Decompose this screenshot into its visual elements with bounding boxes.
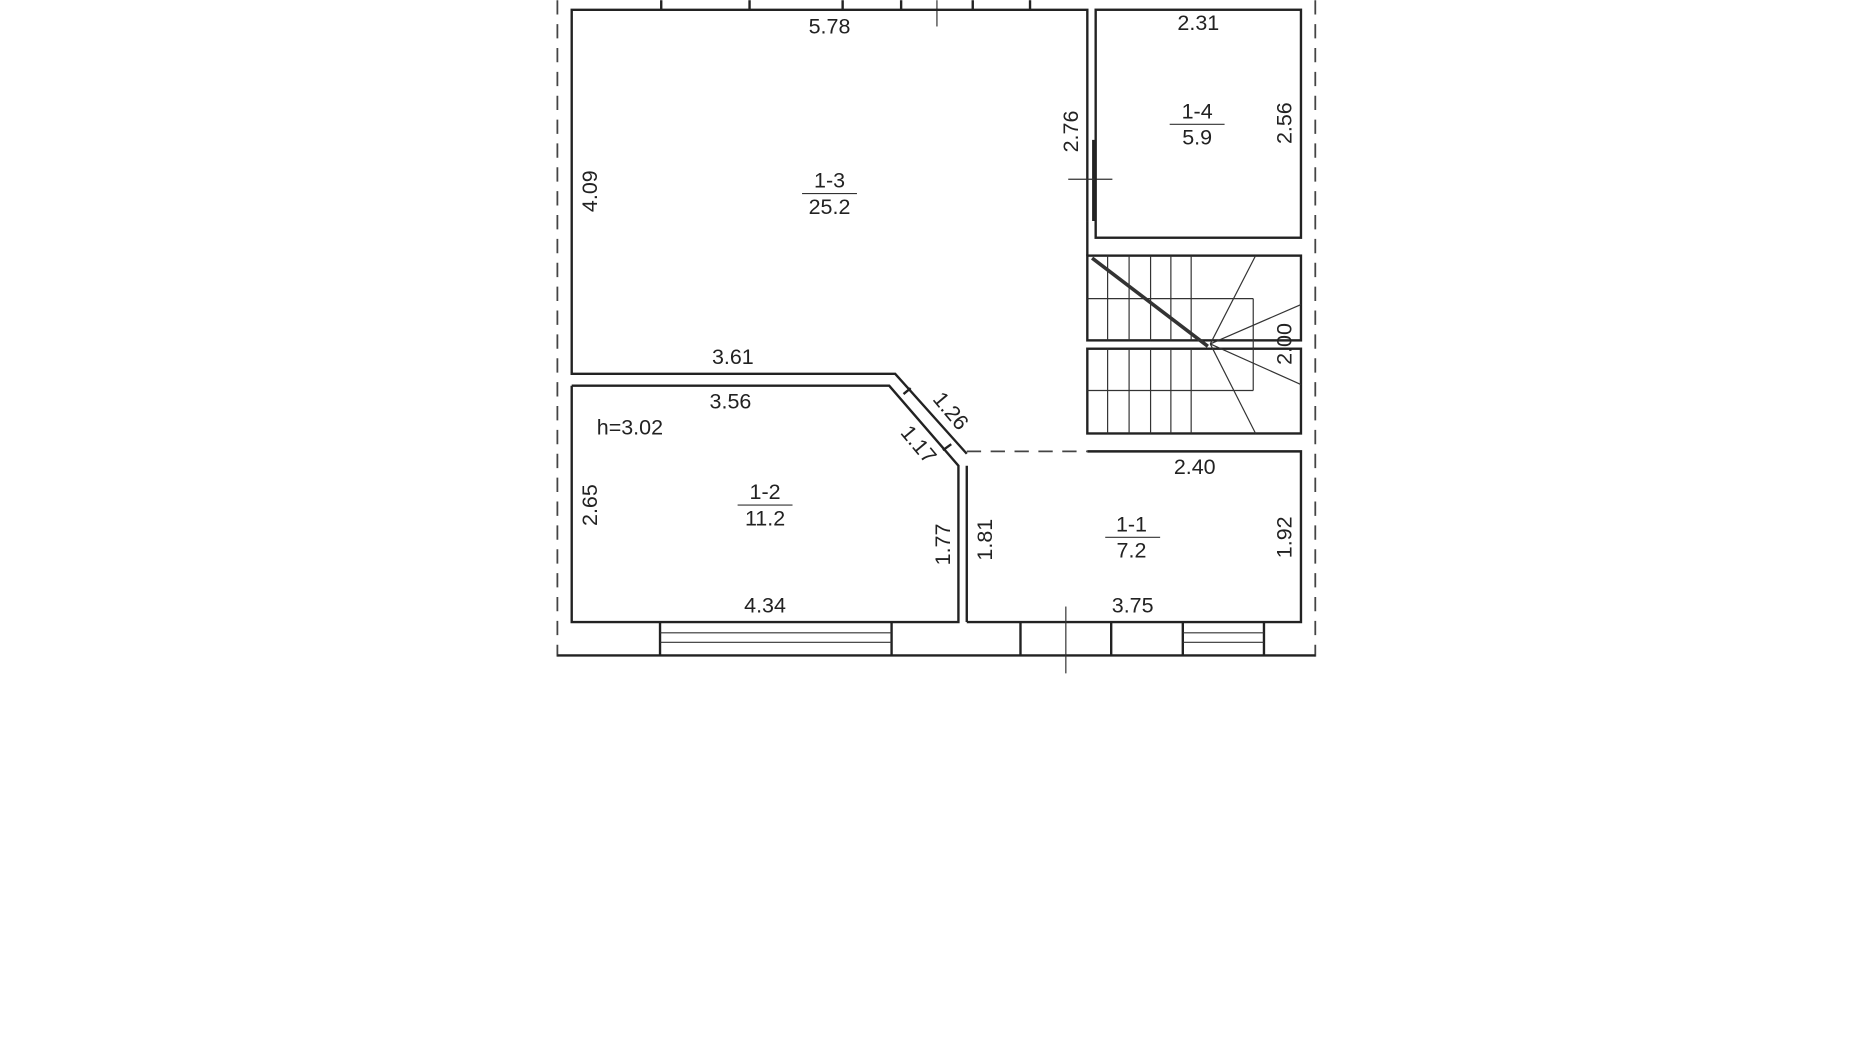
dim-label: 2.31: [1177, 11, 1219, 35]
room-area: 11.2: [745, 506, 785, 530]
dim-label: 2.76: [1059, 111, 1083, 153]
dim-label: 5.78: [809, 15, 851, 39]
room-area: 7.2: [1117, 539, 1147, 563]
dim-label: 4.09: [578, 170, 602, 212]
dim-label: 1.92: [1272, 516, 1296, 558]
dim-label: 1.17: [896, 421, 941, 468]
room-id: 1-4: [1182, 99, 1213, 123]
room-labels: 1-3 25.2 1-4 5.9 1-2 11.2 1-1 7.2: [737, 99, 1225, 563]
room-id: 1-1: [1116, 512, 1147, 536]
ceiling-height-note: h=3.02: [597, 416, 663, 440]
top-windows: [660, 0, 1032, 27]
dim-label: 1.26: [928, 387, 973, 434]
room-id: 1-3: [814, 169, 845, 193]
dim-label: 2.00: [1272, 323, 1296, 365]
staircase: [1086, 254, 1303, 435]
room-1-4-walls: [1094, 8, 1303, 239]
room-1-2-walls: [570, 384, 960, 624]
room-id: 1-2: [750, 480, 781, 504]
room-1-1-walls: [965, 450, 1303, 624]
dim-label: 3.61: [712, 345, 754, 369]
dim-label: 4.34: [744, 594, 786, 618]
bottom-windows: [658, 606, 1266, 674]
dim-label: 2.56: [1272, 102, 1296, 144]
room-area: 25.2: [809, 195, 851, 219]
dim-label: 2.40: [1174, 455, 1216, 479]
room-1-3-walls: [570, 8, 1113, 455]
dim-label: 3.56: [710, 389, 752, 413]
room-area: 5.9: [1182, 126, 1212, 150]
outer-boundary: [556, 0, 1317, 657]
dim-label: 1.77: [931, 524, 955, 566]
dim-label: 2.65: [578, 484, 602, 526]
dim-label: 3.75: [1112, 594, 1154, 618]
dim-label: 1.81: [973, 519, 997, 561]
dimension-labels: 5.78 4.09 2.76 3.61 1.26 2.31 2.56 2.00 …: [578, 11, 1297, 617]
